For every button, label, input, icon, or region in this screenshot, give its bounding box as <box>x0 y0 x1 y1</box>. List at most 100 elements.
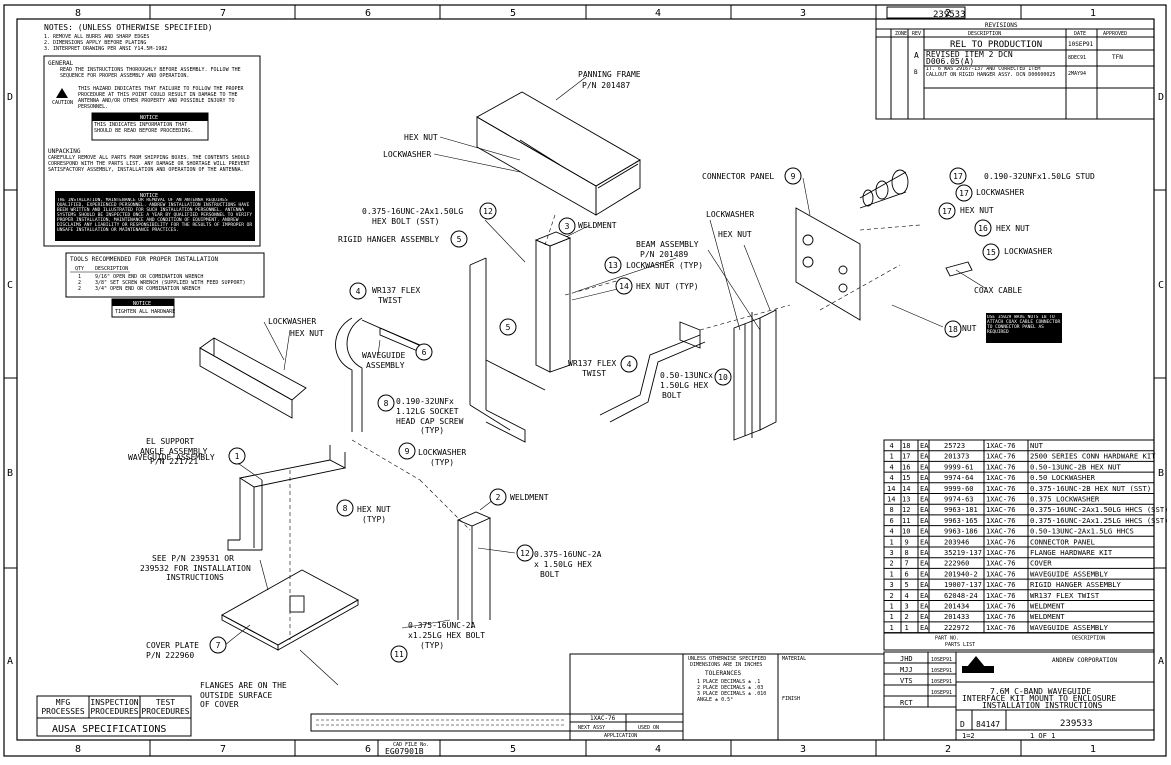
parts-model-cell: 1XAC-76 <box>986 603 1016 611</box>
rev-row-2-desc: REVISED ITEM 2 DCN D006.05(A) <box>926 51 1013 66</box>
cage-code: 84147 <box>976 720 1000 729</box>
parts-description-cell: WELDMENT <box>1030 602 1065 611</box>
appr-1-name: JHD <box>900 655 913 663</box>
bolt-150-1: 0.375-16UNC-2A <box>534 550 602 559</box>
parts-description-cell: WAVEGUIDE ASSEMBLY <box>1030 569 1109 578</box>
parts-model-cell: 1XAC-76 <box>986 592 1016 600</box>
callout-bubble <box>489 488 507 506</box>
zone-right-C: C <box>1158 280 1164 291</box>
parts-um-cell: EA <box>920 485 929 493</box>
parts-model-cell: 1XAC-76 <box>986 624 1016 632</box>
parts-um-cell: EA <box>920 506 929 514</box>
revisions-title: REVISIONS <box>985 22 1018 29</box>
zone-bot-6: 6 <box>365 744 371 755</box>
parts-qty-cell: 4 <box>890 528 894 536</box>
callout-number: 8 <box>384 399 389 408</box>
callout-bubble <box>949 167 967 185</box>
callout-number: 5 <box>506 323 511 332</box>
parts-part-no-cell: 9974-64 <box>944 474 974 482</box>
flex-twist-right-1: WR137 FLEX <box>568 359 616 368</box>
appr-2-date: 10SEP91 <box>931 668 952 674</box>
rev-row-2-rev: A <box>914 51 919 60</box>
flanges-note-1: FLANGES ARE ON THE <box>200 681 287 690</box>
coax-cable-label: COAX CABLE <box>974 286 1022 295</box>
beam-assembly-label-1: BEAM ASSEMBLY <box>636 240 699 249</box>
tools-block: TOOLS RECOMMENDED FOR PROPER INSTALLATIO… <box>65 252 265 318</box>
callout-number: 17 <box>959 189 969 198</box>
callout-number: 4 <box>356 287 361 296</box>
rigid-hanger-drawing <box>469 257 546 443</box>
see-pn-1: SEE P/N 239531 OR <box>152 554 234 563</box>
parts-description-cell: WAVEGUIDE ASSEMBLY <box>1030 623 1109 632</box>
hex-nut-8-typ: (TYP) <box>362 515 386 524</box>
parts-part-no-cell: 222960 <box>944 560 969 568</box>
parts-um-cell: EA <box>920 549 929 557</box>
parts-header-5: DESCRIPTION <box>1072 636 1105 642</box>
tools-header-desc: DESCRIPTION <box>95 266 128 272</box>
parts-qty-cell: 14 <box>887 496 895 504</box>
parts-item-cell: 14 <box>902 485 910 493</box>
zone-left-C: C <box>7 280 13 291</box>
rev-header-date: DATE <box>1074 31 1086 37</box>
next-assy-label: NEXT ASSY <box>578 725 605 731</box>
callout-bubble <box>479 202 497 220</box>
inspection-procedures: INSPECTION PROCEDURES <box>90 698 139 716</box>
tolerance-line-2: DIMENSIONS ARE IN INCHES <box>690 662 762 668</box>
zone-right-B: B <box>1158 468 1164 479</box>
zone-top-2: 2 <box>945 8 951 19</box>
panning-frame-drawing <box>476 91 641 216</box>
parts-um-cell: EA <box>920 496 929 504</box>
flex-twist-left-1: WR137 FLEX <box>372 286 420 295</box>
parts-description-cell: FLANGE HARDWARE KIT <box>1030 548 1113 557</box>
flanges-note-3: OF COVER <box>200 700 239 709</box>
callout-bubble <box>499 318 517 336</box>
el-support-3: P/N 221721 <box>150 457 198 466</box>
parts-description-cell: 0.375-16UNC-2Ax1.25LG HHCS (SST) <box>1030 516 1168 525</box>
parts-qty-cell: 1 <box>890 453 894 461</box>
callout-bubble <box>955 184 973 202</box>
zone-top-6: 6 <box>365 8 371 19</box>
parts-um-cell: EA <box>920 592 929 600</box>
parts-um-cell: EA <box>920 560 929 568</box>
leader-lines <box>224 76 986 686</box>
callout-number: 17 <box>953 172 963 181</box>
hex-bolt-sst-2: HEX BOLT (SST) <box>372 217 439 226</box>
bolt-050-2: 1.50LG HEX <box>660 381 708 390</box>
application-label: APPLICATION <box>604 733 637 739</box>
callout-labels: PANNING FRAME P/N 201487 HEX NUT LOCKWAS… <box>128 70 1095 709</box>
parts-description-cell: WR137 FLEX TWIST <box>1030 591 1100 600</box>
tools-row-3-desc: 3/4" OPEN END OR COMBINATION WRENCH <box>95 286 200 292</box>
zone-bot-3: 3 <box>800 744 806 755</box>
zone-top-8: 8 <box>75 8 81 19</box>
parts-description-cell: CONNECTOR PANEL <box>1030 537 1095 546</box>
waveguide-assy-1-label: WAVEGUIDE ASSEMBLY <box>128 453 215 462</box>
callout-number: 18 <box>948 325 958 334</box>
company-name: ANDREW CORPORATION <box>1052 657 1117 664</box>
zone-markers: 8 7 6 5 4 3 2 1 8 7 6 5 4 3 2 1 D C B A … <box>7 8 1164 755</box>
connector-panel-drawing <box>795 207 861 321</box>
parts-qty-cell: 3 <box>890 581 894 589</box>
nut-18-label: NUT <box>962 324 977 333</box>
waveguide-1-drawing <box>227 445 347 551</box>
hex-nut-label-top: HEX NUT <box>404 133 438 142</box>
callout-number: 3 <box>565 222 570 231</box>
parts-model-cell: 1XAC-76 <box>986 613 1016 621</box>
tolerances-title: TOLERANCES <box>705 670 742 677</box>
hex-nut-left-label: HEX NUT <box>290 329 324 338</box>
title-line-3: INSTALLATION INSTRUCTIONS <box>982 701 1103 710</box>
parts-um-cell: EA <box>920 463 929 471</box>
callout-bubble <box>349 282 367 300</box>
parts-item-cell: 7 <box>905 560 909 568</box>
rev-row-2-appr: TFN <box>1112 54 1123 61</box>
parts-model-cell: 1XAC-76 <box>986 506 1016 514</box>
weldment-2-label: WELDMENT <box>510 493 549 502</box>
callout-bubble <box>615 277 633 295</box>
callout-bubble <box>974 219 992 237</box>
